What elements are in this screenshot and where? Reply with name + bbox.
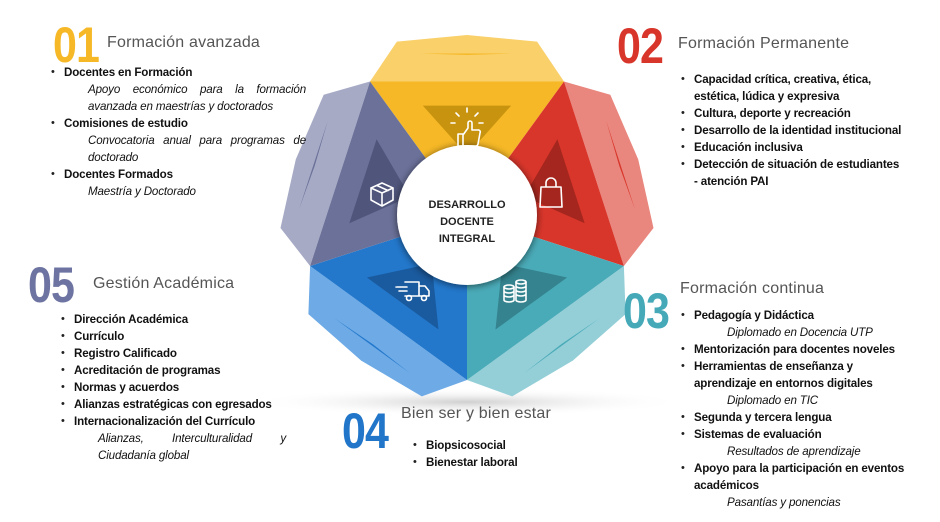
sector-formacion-avanzada-outer [370, 35, 564, 82]
sector-formacion-permanente-inner [524, 139, 585, 224]
sector-bien-ser-bien-estar-inner [366, 263, 439, 330]
sector-formacion-continua-inner [495, 263, 568, 330]
section-05-title: Gestión Académica [93, 275, 235, 292]
section-04-list: Biopsicosocial Bienestar laboral [413, 437, 586, 471]
item-detail: Maestría y Doctorado [88, 185, 196, 198]
list-item: Dirección Académica [61, 311, 286, 328]
item-label: Segunda y tercera lengua [694, 411, 832, 424]
sector-formacion-permanente-outer [564, 81, 654, 266]
item-label: Docentes en Formación [64, 66, 193, 79]
sector-formacion-continua-outer [467, 266, 626, 397]
section-02-title: Formación Permanente [678, 35, 850, 52]
item-label: Dirección Académica [74, 313, 188, 326]
item-detail: Convocatoria anual para programas de doc… [88, 134, 306, 164]
list-item: Internacionalización del CurrículoAlianz… [61, 413, 286, 464]
item-label: Acreditación de programas [74, 364, 221, 377]
sector-bien-ser-bien-estar-outer-accent [334, 318, 410, 373]
list-item: Registro Calificado [61, 345, 286, 362]
item-detail: Pasantías y ponencias [727, 496, 841, 509]
section-02-list: Capacidad crítica, creativa, ética, esté… [681, 71, 904, 190]
item-detail: Alianzas, Interculturalidad y Ciudadanía… [98, 432, 286, 462]
section-04-number: 04 [342, 403, 389, 459]
center-label: DESARROLLO DOCENTE INTEGRAL [407, 197, 527, 248]
list-item: Educación inclusiva [681, 139, 904, 156]
sector-gestion-academica-outer-accent [299, 121, 328, 210]
item-label: Normas y acuerdos [74, 381, 180, 394]
item-label: Internacionalización del Currículo [74, 415, 256, 428]
section-03-number: 03 [623, 283, 670, 339]
sector-formacion-permanente-outer-accent [606, 121, 635, 210]
sector-bien-ser-bien-estar-outer [308, 266, 467, 397]
list-item: Normas y acuerdos [61, 379, 286, 396]
item-label: Docentes Formados [64, 168, 173, 181]
item-label: Registro Calificado [74, 347, 177, 360]
sector-formacion-continua-outer-accent [524, 318, 600, 373]
list-item: Apoyo para la participación en eventos a… [681, 460, 938, 511]
item-detail: Diplomado en TIC [727, 394, 819, 407]
item-detail: Resultados de aprendizaje [727, 445, 861, 458]
list-item: Biopsicosocial [413, 437, 586, 454]
item-label: Sistemas de evaluación [694, 428, 822, 441]
section-01-title: Formación avanzada [107, 34, 261, 51]
section-02-number: 02 [617, 18, 664, 74]
list-item: Desarrollo de la identidad institucional [681, 122, 904, 139]
list-item: Cultura, deporte y recreación [681, 105, 904, 122]
center-label-line: DESARROLLO [428, 199, 506, 211]
section-05-number: 05 [28, 257, 75, 313]
delivery-truck-icon [395, 281, 430, 302]
center-circle [397, 145, 537, 285]
list-item: Segunda y tercera lengua [681, 409, 938, 426]
item-label: Apoyo para la participación en eventos a… [694, 462, 905, 492]
item-label: Bienestar laboral [426, 456, 518, 469]
section-04-title: Bien ser y bien estar [401, 405, 552, 422]
sector-gestion-academica-outer [280, 81, 370, 266]
box-icon [370, 182, 394, 207]
section-05-list: Dirección Académica Currículo Registro C… [61, 311, 286, 464]
section-01-number: 01 [53, 17, 100, 73]
center-label-line: DOCENTE [440, 216, 494, 228]
thumbs-up-icon [450, 107, 484, 147]
diagram-shadow [247, 388, 687, 416]
list-item: Currículo [61, 328, 286, 345]
item-label: Desarrollo de la identidad institucional [694, 124, 902, 137]
item-detail: Apoyo económico para la formación avanza… [88, 83, 306, 113]
list-item: Alianzas estratégicas con egresados [61, 396, 286, 413]
item-label: Herramientas de enseñanza y aprendizaje … [694, 360, 873, 390]
center-label-line: INTEGRAL [438, 233, 496, 245]
item-label: Cultura, deporte y recreación [694, 107, 851, 120]
item-label: Capacidad crítica, creativa, ética, esté… [694, 73, 872, 103]
item-label: Educación inclusiva [694, 141, 803, 154]
list-item: Detección de situación de estudiantes - … [681, 156, 904, 190]
sector-gestion-academica-inner [349, 139, 410, 224]
list-item: Bienestar laboral [413, 454, 586, 471]
section-03-title: Formación continua [680, 280, 825, 297]
item-detail: Diplomado en Docencia UTP [727, 326, 873, 339]
item-label: Biopsicosocial [426, 439, 506, 452]
sector-formacion-avanzada-outer-accent [420, 53, 514, 55]
list-item: Herramientas de enseñanza y aprendizaje … [681, 358, 938, 409]
shopping-bag-icon [539, 177, 563, 208]
list-item: Acreditación de programas [61, 362, 286, 379]
item-label: Currículo [74, 330, 125, 343]
coins-icon [503, 279, 527, 303]
list-item: Mentorización para docentes noveles [681, 341, 938, 358]
item-label: Comisiones de estudio [64, 117, 188, 130]
item-label: Pedagogía y Didáctica [694, 309, 814, 322]
item-label: Mentorización para docentes noveles [694, 343, 895, 356]
item-label: Detección de situación de estudiantes - … [694, 158, 900, 188]
item-label: Alianzas estratégicas con egresados [74, 398, 272, 411]
list-item: Capacidad crítica, creativa, ética, esté… [681, 71, 904, 105]
